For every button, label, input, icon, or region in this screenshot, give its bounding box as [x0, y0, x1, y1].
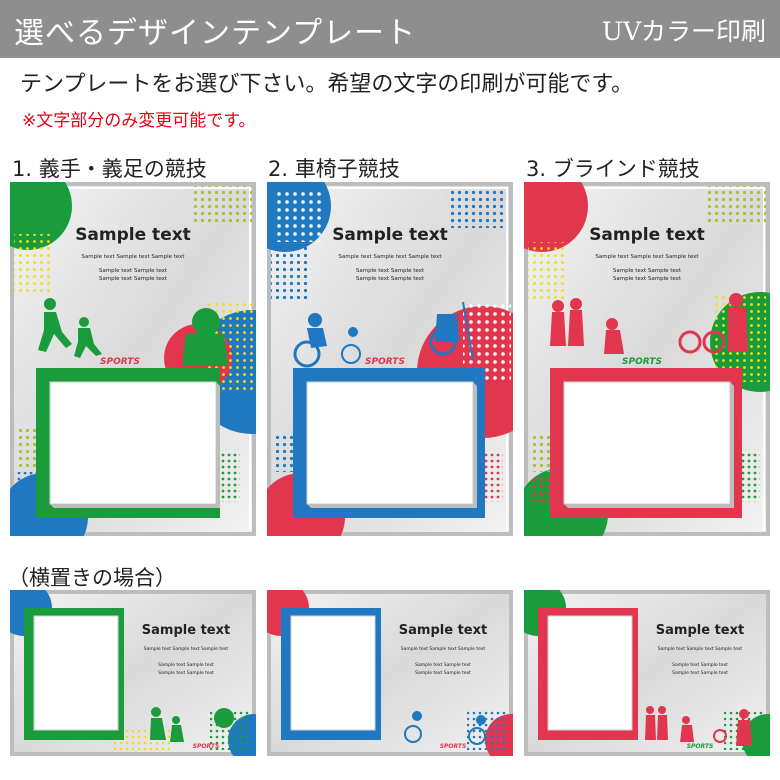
photo-area — [33, 615, 119, 731]
sample-title: Sample text — [142, 623, 230, 638]
athlete-silhouettes — [150, 707, 234, 742]
photo-area — [563, 381, 731, 505]
landscape-template-2[interactable]: Sample text Sample text Sample text Samp… — [267, 590, 513, 756]
sample-title: Sample text — [589, 225, 705, 245]
sports-logo: SPORTS — [687, 743, 714, 750]
athlete-silhouettes — [293, 301, 474, 368]
sample-line: Sample text Sample text — [613, 276, 682, 282]
sample-line: Sample text Sample text Sample text — [144, 646, 229, 652]
photo-area — [306, 381, 474, 505]
template-label-3: 3. ブラインド競技 — [526, 157, 700, 181]
deco-circle — [10, 182, 72, 250]
sample-line: Sample text Sample text Sample text — [81, 254, 185, 260]
sports-logo: SPORTS — [193, 743, 220, 750]
sample-line: Sample text Sample text — [356, 268, 425, 274]
print-type-badge: UVカラー印刷 — [601, 17, 766, 46]
photo-area — [49, 381, 217, 505]
sample-line: Sample text Sample text — [415, 670, 471, 676]
athlete-silhouettes — [645, 706, 752, 746]
portrait-template-1[interactable]: Sample text Sample text Sample text Samp… — [10, 182, 256, 536]
sample-line: Sample text Sample text — [415, 662, 471, 668]
landscape-label: （横置きの場合） — [8, 566, 176, 590]
sample-line: Sample text Sample text — [99, 268, 168, 274]
sample-line: Sample text Sample text Sample text — [338, 254, 442, 260]
sample-line: Sample text Sample text Sample text — [401, 646, 486, 652]
intro-text: テンプレートをお選び下さい。希望の文字の印刷が可能です。 — [20, 72, 634, 97]
landscape-template-1[interactable]: Sample text Sample text Sample text Samp… — [10, 590, 256, 756]
sample-line: Sample text Sample text — [99, 276, 168, 282]
athlete-silhouettes — [38, 298, 228, 366]
athlete-silhouettes — [404, 711, 486, 745]
athlete-silhouettes — [550, 293, 748, 354]
sports-logo: SPORTS — [100, 357, 140, 367]
photo-area — [290, 615, 376, 731]
header-bar: 選べるデザインテンプレート UVカラー印刷 — [0, 0, 780, 58]
photo-area — [547, 615, 633, 731]
intro-note: ※文字部分のみ変更可能です。 — [22, 111, 256, 131]
sports-logo: SPORTS — [365, 357, 405, 367]
sample-title: Sample text — [332, 225, 448, 245]
sample-line: Sample text Sample text — [672, 662, 728, 668]
sports-logo: SPORTS — [440, 743, 467, 750]
sample-line: Sample text Sample text — [158, 662, 214, 668]
sample-title: Sample text — [399, 623, 487, 638]
sample-line: Sample text Sample text Sample text — [595, 254, 699, 260]
portrait-template-2[interactable]: Sample text Sample text Sample text Samp… — [267, 182, 513, 536]
template-label-2: 2. 車椅子競技 — [268, 157, 400, 181]
landscape-template-3[interactable]: Sample text Sample text Sample text Samp… — [524, 590, 770, 756]
sports-logo: SPORTS — [622, 357, 662, 367]
portrait-template-3[interactable]: Sample text Sample text Sample text Samp… — [524, 182, 770, 536]
sample-line: Sample text Sample text — [356, 276, 425, 282]
sample-title: Sample text — [656, 623, 744, 638]
sample-line: Sample text Sample text — [158, 670, 214, 676]
template-label-1: 1. 義手・義足の競技 — [12, 157, 207, 181]
sample-line: Sample text Sample text — [613, 268, 682, 274]
sample-line: Sample text Sample text — [672, 670, 728, 676]
page-title: 選べるデザインテンプレート — [14, 16, 417, 51]
sample-title: Sample text — [75, 225, 191, 245]
sample-line: Sample text Sample text Sample text — [658, 646, 743, 652]
